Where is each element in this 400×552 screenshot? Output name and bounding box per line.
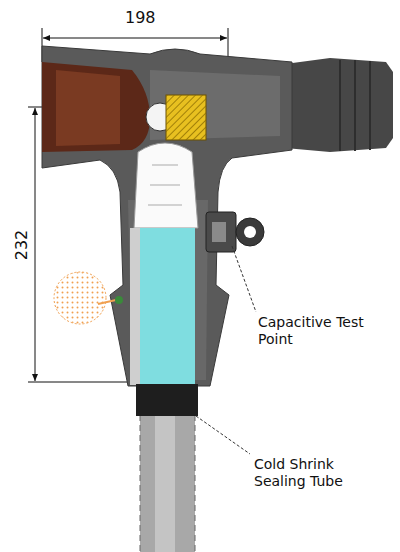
cable-edge <box>140 415 141 552</box>
test-point-loop <box>236 218 264 246</box>
inner-connector <box>134 143 198 228</box>
earth-mesh <box>54 272 106 324</box>
earth-point <box>115 296 123 304</box>
insulating-plug <box>42 62 150 152</box>
bushing <box>285 58 393 152</box>
test-point-eye <box>244 226 256 238</box>
leader-line <box>232 246 256 312</box>
stress-layer <box>130 228 140 385</box>
t-body <box>42 46 292 386</box>
cable-highlight <box>155 415 175 552</box>
extension-line <box>28 382 135 383</box>
part-label: Cold Shrink Sealing Tube <box>254 456 374 490</box>
sealing-tube <box>136 384 198 416</box>
part-label: Capacitive Test Point <box>258 314 394 348</box>
earth-lead <box>98 300 116 304</box>
dimension-label: 198 <box>125 9 156 27</box>
contact <box>166 95 206 140</box>
contact-thread <box>166 95 206 140</box>
insulating-plug <box>56 70 120 146</box>
connector-marks <box>148 165 182 205</box>
test-point <box>206 212 236 252</box>
dimension-line <box>35 108 36 381</box>
cable-insulation <box>140 228 195 385</box>
cable <box>140 415 195 552</box>
dimension-label: 232 <box>13 230 31 261</box>
leader-line <box>196 416 250 454</box>
test-point-cap <box>212 222 226 242</box>
dimension-line <box>43 38 227 39</box>
cable-edge <box>195 415 196 552</box>
bushing-ribs <box>340 60 370 151</box>
body-highlight <box>150 70 280 140</box>
